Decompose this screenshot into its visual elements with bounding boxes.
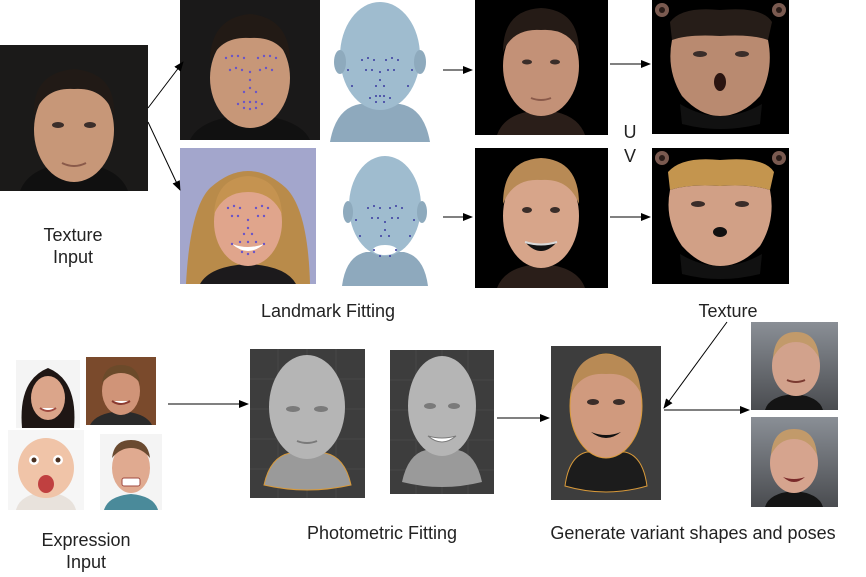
arrow-texture-to-variants [663,321,728,409]
texture-label: Texture [698,301,758,321]
expression-input-label: Expression Input [41,530,131,572]
variant-textured-head [551,346,661,500]
expression-photo-1 [16,360,80,428]
landmark-fitting-label: Landmark Fitting [260,301,396,321]
texture-input-label: Texture Input [43,225,103,267]
photometric-fitting-label: Photometric Fitting [306,523,458,543]
variant-render-2 [751,417,838,507]
landmark-photo-woman [180,148,316,284]
fitted-texture-head-man [475,0,608,135]
uv-label-v: V [623,146,636,166]
photometric-head-model-2 [390,350,494,494]
fitted-texture-head-woman [475,148,608,288]
landmark-photo-man [180,0,320,140]
photometric-head-model-1 [250,349,365,498]
expression-photo-3 [8,430,84,510]
arrow-input-to-row1 [147,61,184,109]
landmark-head-model-2 [334,152,436,286]
variant-render-1 [751,322,838,410]
expression-photo-4 [100,434,162,510]
landmark-head-model-1 [322,0,438,142]
texture-input-photo-man [0,45,148,191]
arrow-input-to-row2 [147,121,181,191]
expression-photo-2 [86,357,156,425]
generate-variants-label: Generate variant shapes and poses [550,523,836,543]
uv-texture-map-man [652,0,789,134]
uv-texture-map-woman [652,148,789,284]
uv-label-u: U [623,122,637,142]
